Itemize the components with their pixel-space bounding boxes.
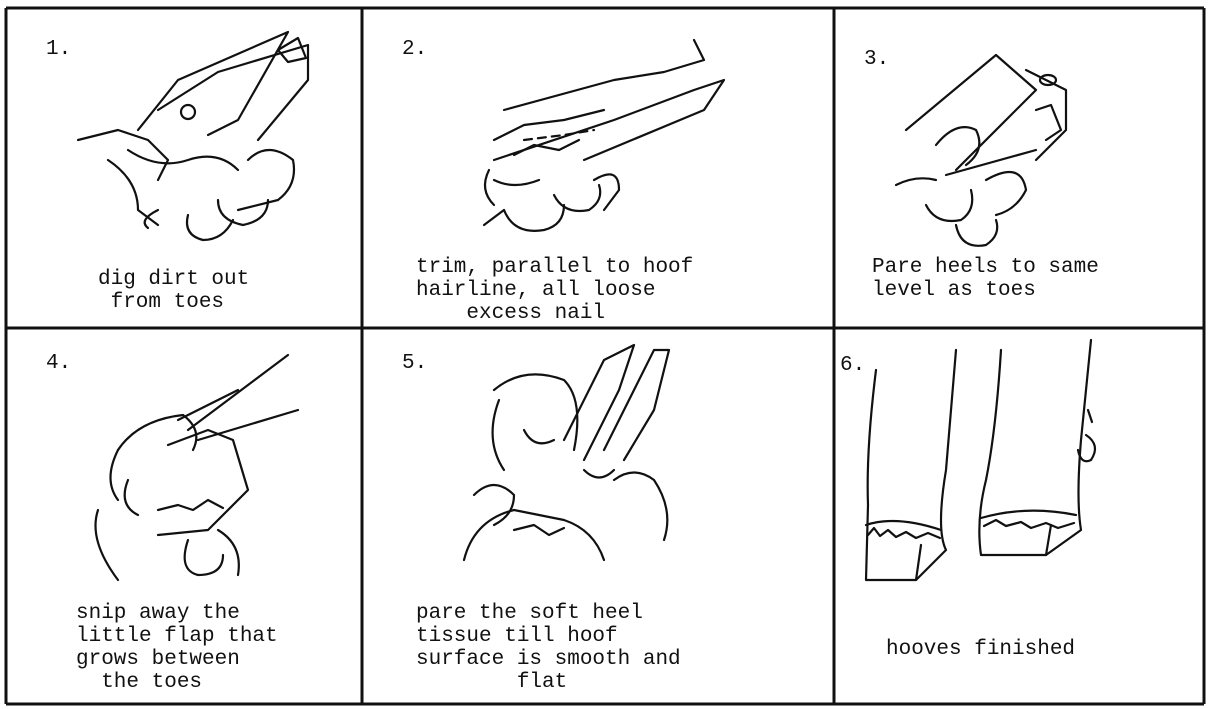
hoof-trimmer-cutting-nail-illustration <box>364 10 832 260</box>
step-panel-6: 6. hooves finished <box>836 330 1202 702</box>
step-caption: Pare heels to same level as toes <box>872 256 1099 302</box>
hoof-trimmer-digging-toes-illustration <box>8 10 360 260</box>
step-caption: dig dirt out from toes <box>98 268 249 314</box>
step-panel-5: 5. pare the soft heel tissue till hoof s… <box>364 330 832 702</box>
hoof-trimmer-paring-heels-illustration <box>836 10 1202 260</box>
step-panel-2: 2. trim, parallel to hoof hairline, all … <box>364 10 832 326</box>
step-panel-3: 3. Pare heels to same level as toes <box>836 10 1202 326</box>
step-caption: snip away the little flap that grows bet… <box>76 602 278 694</box>
step-panel-4: 4. snip away the little flap that grows … <box>8 330 360 702</box>
step-caption: trim, parallel to hoof hairline, all loo… <box>416 256 693 325</box>
hoof-trimmer-snipping-flap-illustration <box>8 330 360 600</box>
step-panel-1: 1. dig dirt out from toes <box>8 10 360 326</box>
hand-holding-trimmed-hoof-illustration <box>364 330 832 600</box>
step-caption: pare the soft heel tissue till hoof surf… <box>416 602 681 694</box>
step-caption: hooves finished <box>886 638 1075 661</box>
finished-goat-hooves-illustration <box>836 330 1202 600</box>
